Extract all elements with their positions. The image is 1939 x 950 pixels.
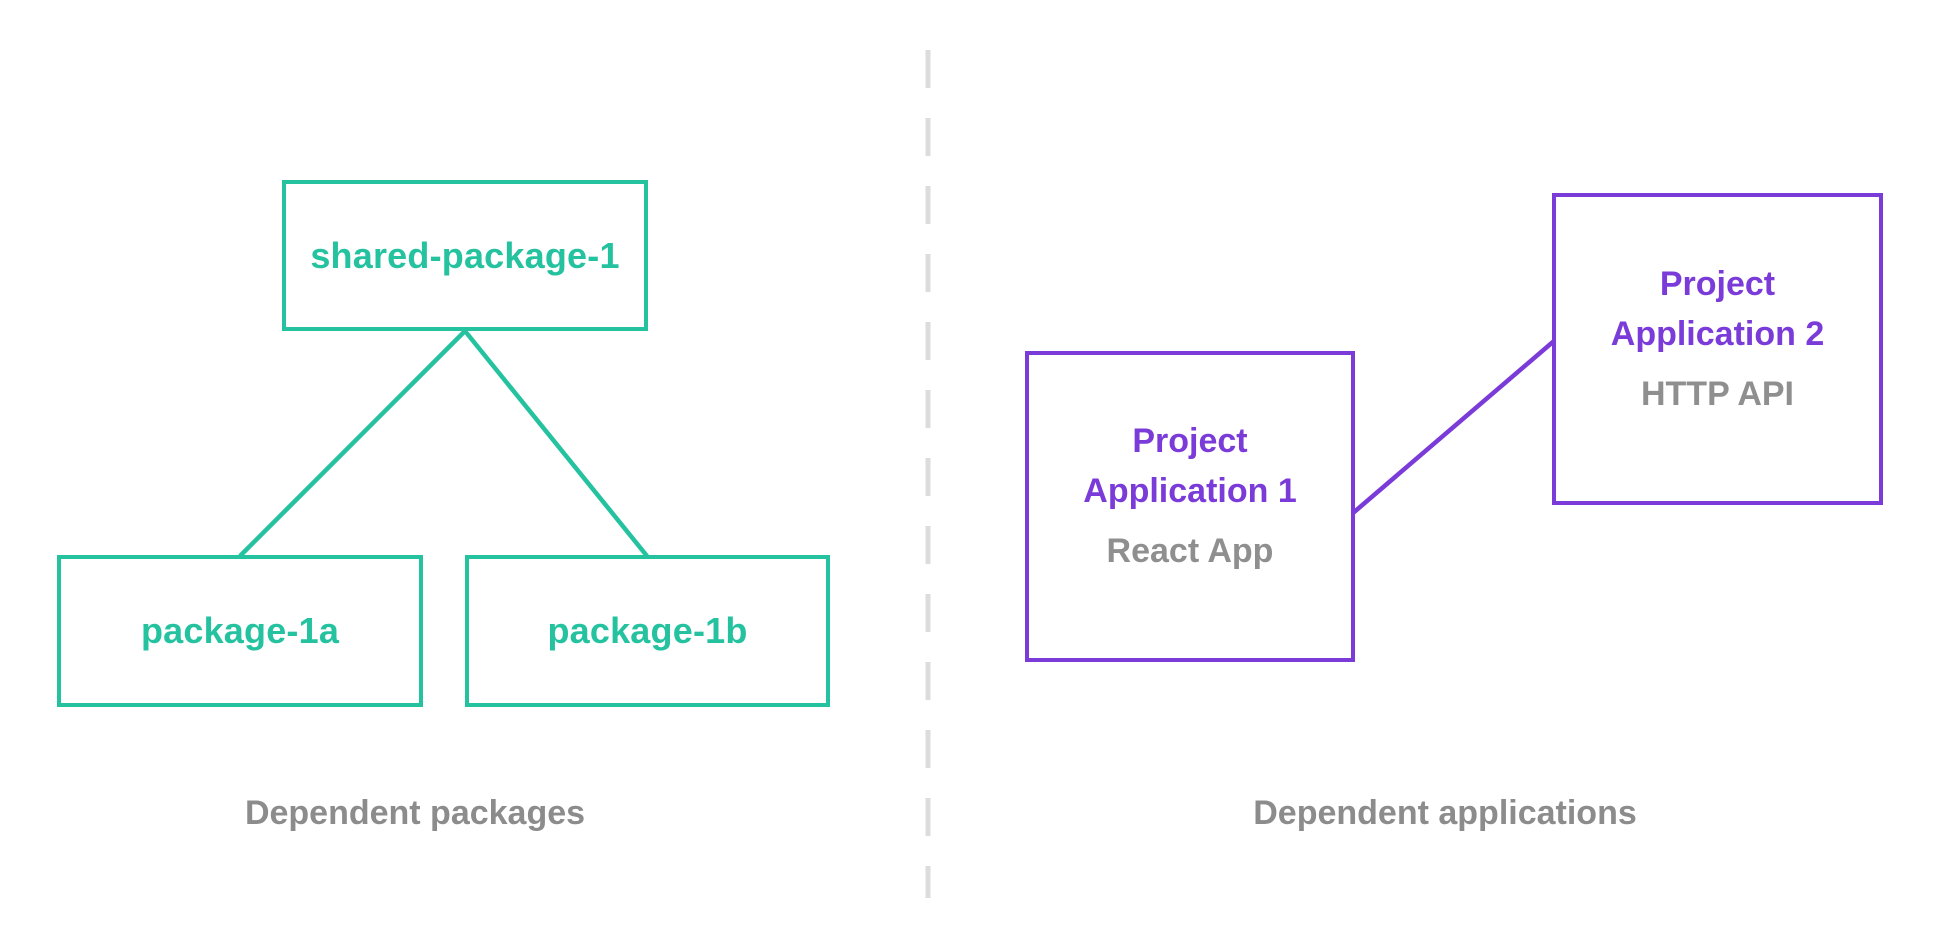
node-project-application-2: Project Application 2 HTTP API <box>1552 193 1883 505</box>
edge-shared-package-to-package-1a <box>238 329 467 558</box>
node-package-1b-label: package-1b <box>547 610 748 651</box>
node-project-application-1-title: Project Application 1 <box>1083 416 1296 516</box>
edge-application-1-to-application-2 <box>1351 339 1556 515</box>
node-package-1a-label: package-1a <box>140 610 340 651</box>
edge-shared-package-to-package-1b <box>463 329 649 558</box>
node-project-application-1: Project Application 1 React App <box>1025 351 1355 662</box>
node-project-application-1-subtitle: React App <box>1106 532 1274 570</box>
title-line-1: Project <box>1659 264 1776 303</box>
node-package-1a: package-1a <box>57 555 423 707</box>
node-package-1b: package-1b <box>465 555 830 707</box>
caption-dependent-packages: Dependent packages <box>244 794 586 832</box>
node-project-application-2-title: Project Application 2 <box>1611 259 1824 359</box>
node-shared-package-1: shared-package-1 <box>282 180 648 331</box>
title-line-2: Application 1 <box>1083 472 1297 510</box>
title-line-1: Project <box>1132 422 1248 460</box>
title-line-2: Application 2 <box>1610 314 1825 353</box>
caption-dependent-applications: Dependent applications <box>1253 794 1637 832</box>
node-shared-package-1-label: shared-package-1 <box>310 234 620 276</box>
node-project-application-2-subtitle: HTTP API <box>1640 374 1795 413</box>
